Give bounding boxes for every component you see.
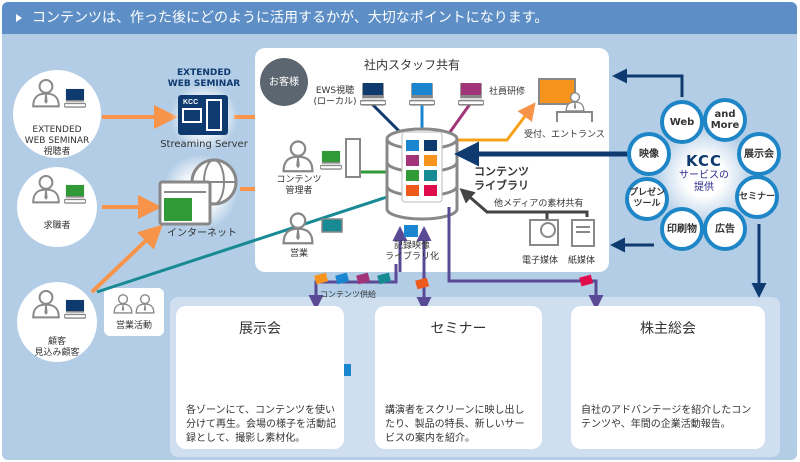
content-supply-arrow: [308, 264, 398, 310]
content-tags: [314, 272, 594, 290]
electronic-media-label: 電子媒体: [522, 256, 559, 266]
arrow-customer-to-internet: [90, 224, 163, 294]
internet-label: インターネット: [167, 228, 237, 239]
staff-share-title: 社内スタッフ共有: [363, 58, 460, 72]
content-manager-label: コンテンツ 管理者: [276, 175, 322, 196]
jobseeker-circle: [17, 167, 97, 247]
services-to-reception-arrow: [612, 68, 684, 97]
paper-media-label: 紙媒体: [568, 256, 596, 266]
streaming-server-label: Streaming Server: [160, 139, 248, 150]
sales-label: 営業: [289, 249, 308, 259]
service-exhibition[interactable]: 展示会: [737, 132, 781, 176]
svg-text:KCC: KCC: [183, 99, 198, 106]
card-title: 展示会: [239, 321, 281, 337]
card-title: セミナー: [430, 321, 487, 337]
service-seminar[interactable]: セミナー: [735, 175, 779, 219]
content-library-database-icon: [385, 127, 459, 221]
service-center-label: サービスの 提供: [679, 170, 729, 193]
other-media-label: 他メディアの素材共有: [494, 199, 584, 209]
other-media-arrow: [459, 188, 589, 217]
content-manager-person-icon: [282, 140, 314, 173]
customer-badge: [260, 58, 308, 106]
card-seminar: セミナー 講演者をスクリーンに映し出したり、製品の特長、新しいサービスの案内を紹…: [375, 306, 542, 449]
triangle-bullet-icon: [16, 14, 22, 22]
service-web[interactable]: Web: [660, 100, 704, 144]
service-presentation-tools[interactable]: プレゼン ツール: [625, 177, 669, 221]
content-library-label: コンテンツ ライブラリ: [474, 165, 529, 192]
service-and-more[interactable]: and More: [703, 98, 747, 142]
ews-brand-label: EXTENDED WEB SEMINAR: [167, 68, 241, 89]
kcc-logo: KCC: [686, 152, 722, 170]
service-printed-matter[interactable]: 印刷物: [660, 207, 704, 251]
card-description: 講演者をスクリーンに映し出したり、製品の特長、新しいサービスの案内を紹介。: [385, 405, 525, 444]
viewer-label: EXTENDED WEB SEMINAR 視聴者: [24, 125, 90, 157]
content-supply-label: コンテンツ供給: [320, 290, 376, 299]
jobseeker-label: 求職者: [43, 221, 71, 231]
sales-activity-label: 営業活動: [115, 321, 152, 331]
card-title: 株主総会: [640, 321, 696, 337]
streaming-server-icon: [178, 95, 228, 135]
ews-local-label: EWS視聴 (ローカル): [313, 86, 357, 107]
header-title: コンテンツは、作った後にどのように活用するかが、大切なポイントになります。: [32, 10, 549, 26]
service-advertising[interactable]: 広告: [703, 207, 747, 251]
training-label: 社員研修: [489, 87, 526, 97]
card-exhibition: 展示会 各ゾーンにて、コンテンツを使い分けて再生。会場の様子を活動記録として、撮…: [176, 306, 344, 449]
card-description: 各ゾーンにて、コンテンツを使い分けて再生。会場の様子を活動記録として、撮影し素材…: [186, 405, 336, 444]
arrow-to-reception: [457, 102, 536, 142]
card-shareholders-meeting: 株主総会 自社のアドバンテージを紹介したコンテンツや、年間の企業活動報告。: [571, 306, 765, 449]
reception-label: 受付、エントランス: [524, 130, 605, 140]
card-description: 自社のアドバンテージを紹介したコンテンツや、年間の企業活動報告。: [581, 405, 752, 430]
content-manager-server-icon: [345, 138, 361, 178]
service-video[interactable]: 映像: [627, 132, 671, 176]
camera-icon: [404, 225, 418, 237]
customer-badge-label: お客様: [269, 77, 299, 88]
header-bar: コンテンツは、作った後にどのように活用するかが、大切なポイントになります。: [2, 2, 797, 34]
recorded-video-label: 記録映像 ライブラリ化: [384, 241, 439, 262]
sales-laptop-icon: [321, 218, 343, 233]
reception-screen-icon: [538, 78, 576, 105]
sales-line: [96, 195, 388, 294]
customer-label: 顧客 見込み顧客: [34, 337, 80, 358]
